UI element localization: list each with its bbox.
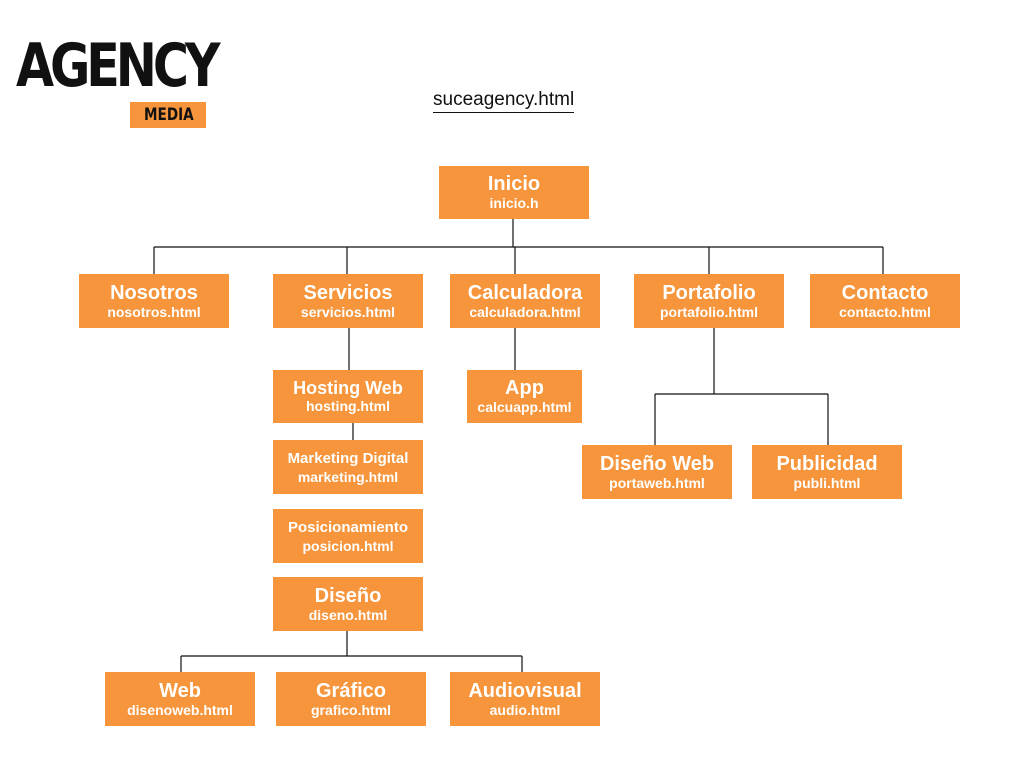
node-label: Audiovisual	[468, 679, 582, 702]
node-calculadora: Calculadora calculadora.html	[450, 274, 600, 328]
node-marketing-digital: Marketing Digital marketing.html	[273, 440, 423, 494]
logo-wordmark: AGENCY	[16, 31, 220, 101]
sitemap-title: suceagency.html	[433, 88, 575, 113]
node-label: Diseño Web	[599, 452, 715, 475]
node-posicionamiento: Posicionamiento posicion.html	[273, 509, 423, 563]
node-file: grafico.html	[310, 701, 392, 718]
node-audiovisual: Audiovisual audio.html	[450, 672, 600, 726]
agency-media-logo: AGENCY MEDIA	[16, 32, 220, 132]
node-file: calculadora.html	[469, 303, 581, 320]
node-servicios: Servicios servicios.html	[273, 274, 423, 328]
node-label: Nosotros	[110, 281, 198, 304]
node-file: audio.html	[489, 701, 561, 718]
node-file: publi.html	[793, 474, 861, 491]
node-label: Inicio	[487, 173, 541, 195]
node-label: Servicios	[303, 281, 393, 304]
node-label: Contacto	[841, 281, 929, 304]
node-file: nosotros.html	[107, 303, 201, 320]
node-label: Publicidad	[776, 452, 878, 475]
node-app: App calcuapp.html	[467, 370, 582, 423]
node-inicio: Inicio inicio.h	[439, 166, 589, 219]
node-label: Marketing Digital	[287, 449, 409, 467]
node-nosotros: Nosotros nosotros.html	[79, 274, 229, 328]
node-file: inicio.h	[489, 195, 539, 211]
node-file: hosting.html	[306, 398, 390, 414]
node-file: posicion.html	[302, 537, 394, 554]
node-file: contacto.html	[839, 303, 931, 320]
node-file: marketing.html	[297, 468, 399, 485]
node-publicidad: Publicidad publi.html	[752, 445, 902, 499]
node-label: Calculadora	[467, 281, 583, 304]
node-label: Gráfico	[315, 679, 387, 702]
node-file: portafolio.html	[660, 303, 758, 320]
node-hosting-web: Hosting Web hosting.html	[273, 370, 423, 423]
logo-badge: MEDIA	[130, 102, 206, 128]
node-contacto: Contacto contacto.html	[810, 274, 960, 328]
node-file: servicios.html	[300, 303, 396, 320]
node-diseno: Diseño diseno.html	[273, 577, 423, 631]
node-file: diseno.html	[308, 606, 388, 623]
node-diseno-web: Diseño Web portaweb.html	[582, 445, 732, 499]
node-label: Posicionamiento	[287, 518, 409, 536]
node-web: Web disenoweb.html	[105, 672, 255, 726]
node-file: portaweb.html	[609, 474, 705, 491]
node-grafico: Gráfico grafico.html	[276, 672, 426, 726]
node-file: disenoweb.html	[127, 701, 233, 718]
node-label: App	[505, 377, 544, 399]
node-label: Web	[159, 679, 201, 702]
node-label: Diseño	[314, 584, 382, 607]
node-label: Portafolio	[662, 281, 756, 304]
logo-badge-text: MEDIA	[144, 105, 194, 125]
node-portafolio: Portafolio portafolio.html	[634, 274, 784, 328]
node-label: Hosting Web	[293, 378, 403, 398]
node-file: calcuapp.html	[477, 399, 572, 415]
